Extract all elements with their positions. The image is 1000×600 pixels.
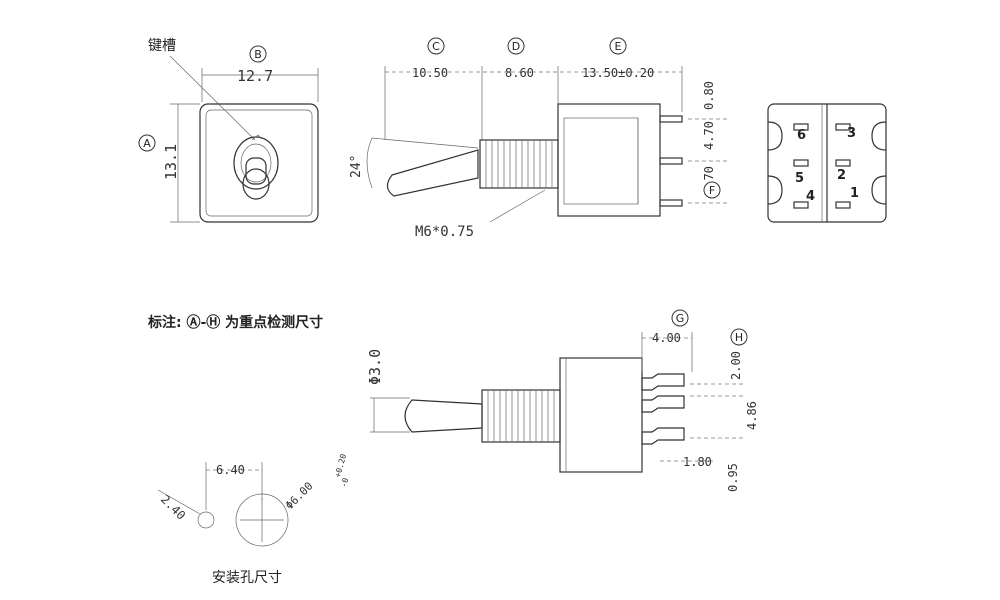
svg-text:H: H [735,331,743,344]
pin-pad-1 [835,201,851,209]
thread-label: M6*0.75 [415,224,474,240]
marker-f [703,181,721,199]
lower-terminal-1 [641,373,685,391]
toggle-lever [245,157,267,185]
mount-hole-view: 6.40 2.40 Φ6.00 +0.20 -0 安装孔尺寸 [157,453,350,586]
marker-d [507,37,525,55]
dim-b-text: 12.7 [237,67,273,85]
marker-e [609,37,627,55]
front-body [199,103,319,223]
note-text: 标注: Ⓐ-Ⓗ 为重点检测尺寸 [147,314,323,331]
marker-b [249,45,267,63]
angle-text: 24° [349,155,364,178]
lower-lever [404,399,483,433]
svg-text:F: F [709,184,715,197]
tol-minus-text: -0 [339,477,350,489]
pin-pad-2 [835,159,851,167]
marker-a-text: A [143,137,151,150]
side-view: C D E 10.50 8.60 13.50±0.20 24° M6*0.75 [349,37,730,240]
lower-terminal-2 [641,395,685,413]
dim-h200-text: 2.00 [729,351,743,380]
small-hole [197,511,215,529]
lower-terminal-3 [641,427,685,445]
side-pin-1 [659,115,683,123]
side-pin-3 [659,199,683,207]
dim-640-text: 6.40 [216,463,245,477]
marker-h [730,328,748,346]
pin-pad-5 [793,159,809,167]
tol-plus-text: +0.20 [333,453,348,479]
pin-label-4: 4 [806,189,815,204]
dim-phi3-text: Φ3.0 [366,349,384,385]
toggle-tip [242,168,270,200]
pin-label-6: 6 [797,128,806,143]
side-body [557,103,661,217]
dim-600-text: Φ6.00 [283,480,316,513]
dim-e-text: 13.50±0.20 [582,66,654,80]
svg-text:E: E [615,40,622,53]
dim-095-text: 0.95 [726,463,740,492]
keyway-label: 键槽 [148,38,176,54]
side-lever [386,149,479,197]
lower-body [559,357,643,473]
bushing-ring [233,136,279,190]
marker-b-text: B [254,48,262,61]
main-hole [235,493,289,547]
pin-pad-6 [793,123,809,131]
dim-470a-text: 4.70 [702,121,716,150]
dim-240-text: 2.40 [158,492,188,522]
pin-label-3: 3 [847,126,856,141]
pin-pad-3 [835,123,851,131]
dim-a-text: 13.1 [162,144,180,180]
pin-label-2: 2 [837,168,846,183]
marker-g [671,309,689,327]
dim-h486-text: 4.86 [745,401,759,430]
pin-label-5: 5 [795,171,804,186]
pin-view: 6 3 5 2 4 1 [767,103,887,223]
front-view: 键槽 B 12.7 A 13.1 [138,38,319,223]
svg-text:C: C [432,40,440,53]
pin-label-1: 1 [850,186,859,201]
side-pin-2 [659,157,683,165]
dim-d-text: 8.60 [505,66,534,80]
dim-080-text: 0.80 [702,81,716,110]
marker-a [138,134,156,152]
dim-c-text: 10.50 [412,66,448,80]
mount-hole-label: 安装孔尺寸 [212,570,282,586]
pin-pad-4 [793,201,809,209]
dim-180-text: 1.80 [683,455,712,469]
marker-c [427,37,445,55]
dim-g-text: 4.00 [652,331,681,345]
lower-view: Φ3.0 G 4.00 H 2.00 4.86 [366,309,759,492]
keyway-leader [169,55,256,141]
svg-text:G: G [676,312,685,325]
svg-text:D: D [512,40,520,53]
